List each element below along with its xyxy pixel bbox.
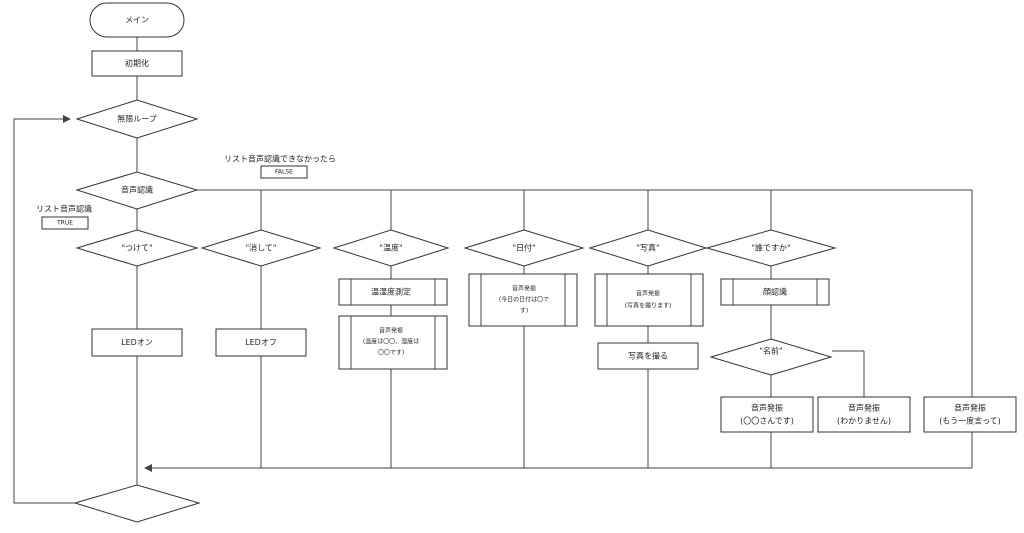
ondo-condition: "温度" (379, 243, 402, 253)
loop-decision: 無限ループ (75, 99, 199, 139)
unknown-speech-line: (わかりません) (837, 417, 891, 426)
true-note: リスト音声認識 (36, 204, 92, 214)
init-label: 初期化 (125, 58, 149, 68)
known-speech-title: 音声発振 (751, 403, 783, 413)
true-label: TRUE (56, 220, 73, 227)
init-process: 初期化 (91, 50, 183, 77)
hiduke-speech-line-1: (今日の日付は〇で (499, 296, 549, 304)
hiduke-condition: "日付" (512, 243, 535, 253)
dare-process: 顔認識 (763, 287, 787, 297)
start-terminator: メイン (89, 2, 185, 38)
shashin-speech-title: 音声発振 (636, 290, 660, 298)
retry-speech-line: (もう一度言って) (939, 416, 1001, 426)
recognize-decision: 音声認識 (75, 171, 199, 210)
name-condition: "名前" (759, 346, 782, 356)
branch-hiduke: "日付" 音声発振 (今日の日付は〇で す) (463, 229, 585, 327)
shashin-action: 写真を撮る (628, 351, 668, 361)
connector-lines (13, 37, 973, 504)
keshite-condition: "消して" (245, 243, 276, 253)
branch-shashin: "写真" 音声発振 (写真を撮ります) 写真を撮る (588, 229, 708, 370)
hiduke-speech-title: 音声発振 (512, 285, 536, 293)
ondo-speech-line-1: (温度は〇〇、湿度は (363, 338, 419, 346)
tsukete-action: LEDオン (121, 338, 153, 347)
branch-ondo: "温度" 温湿度測定 音声発振 (温度は〇〇、湿度は 〇〇です) (332, 229, 450, 370)
unknown-speech-title: 音声発振 (848, 403, 880, 413)
dare-condition: "誰ですか" (751, 243, 790, 253)
retry-output: 音声発振 (もう一度言って) (923, 396, 1017, 433)
false-note: リスト音声認識できなかったら (224, 154, 336, 164)
loop-end-decision (73, 484, 201, 523)
false-label: FALSE (275, 169, 293, 176)
ondo-process: 温湿度測定 (371, 287, 411, 297)
start-label: メイン (125, 16, 149, 25)
branch-dare: "誰ですか" 顔認識 "名前" 音声発振 (〇〇さんです) 音声発振 (わかりま… (705, 229, 911, 433)
shashin-speech-line: (写真を撮ります) (625, 302, 672, 310)
retry-speech-title: 音声発振 (954, 403, 986, 413)
tsukete-condition: "つけて" (121, 244, 152, 253)
recognize-label: 音声認識 (121, 185, 153, 195)
ondo-speech-line-2: 〇〇です) (378, 350, 404, 357)
hiduke-speech-line-2: す) (520, 308, 528, 315)
true-annotation: リスト音声認識 TRUE (36, 204, 92, 230)
keshite-action: LEDオフ (245, 338, 277, 347)
ondo-speech-title: 音声発振 (379, 327, 403, 335)
known-speech-line: (〇〇さんです) (740, 417, 794, 426)
shashin-condition: "写真" (636, 243, 659, 253)
loop-label: 無限ループ (117, 114, 157, 124)
false-annotation: リスト音声認識できなかったら FALSE (224, 154, 336, 179)
branch-keshite: "消して" LEDオフ (200, 229, 322, 357)
branch-tsukete: "つけて" LEDオン (75, 229, 199, 357)
